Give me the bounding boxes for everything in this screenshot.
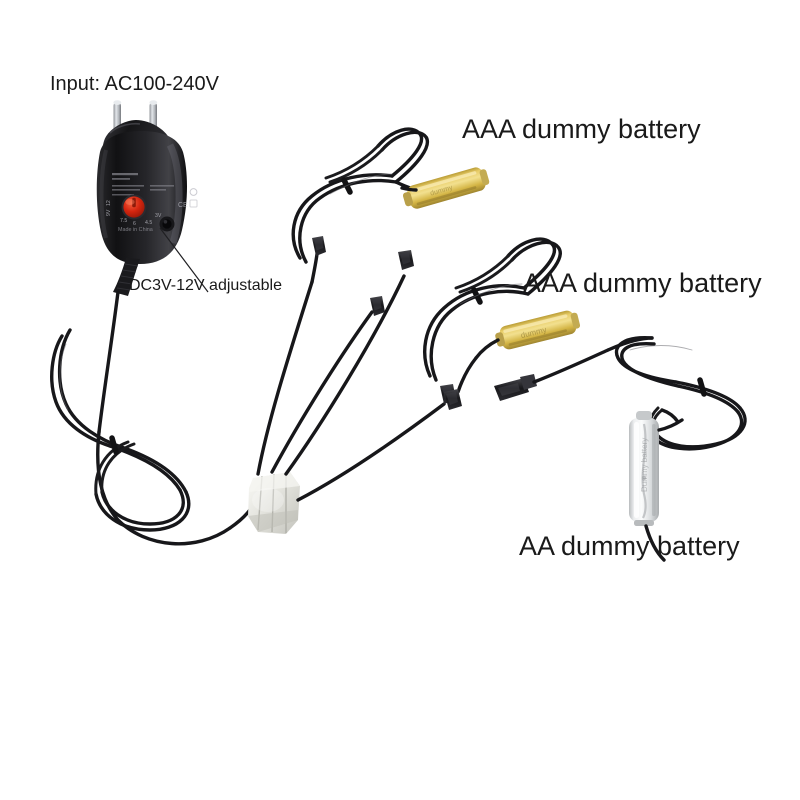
svg-text:12: 12 — [106, 200, 112, 206]
svg-text:3V: 3V — [155, 213, 162, 219]
adapter-plug-pins — [113, 100, 158, 132]
connector-plug-a — [312, 236, 326, 256]
label-aaa-dummy-battery-middle: AAA dummy battery — [523, 268, 762, 298]
svg-text:9V: 9V — [106, 209, 112, 216]
svg-text:6: 6 — [133, 221, 136, 227]
label-input-voltage: Input: AC100-240V — [50, 73, 220, 95]
svg-text:4.5: 4.5 — [145, 220, 152, 226]
connector-plug-b — [370, 296, 385, 316]
adapter-voltage-markings: 12 9V 7.5 6 4.5 3V — [106, 200, 162, 227]
adapter-certification-marks: CE — [178, 188, 198, 209]
power-adapter-graphic: 12 9V 7.5 6 4.5 3V CE Made in China — [96, 100, 198, 296]
label-aaa-dummy-battery-top: AAA dummy battery — [462, 114, 701, 144]
adapter-cable — [50, 290, 258, 546]
connector-plug-c — [398, 250, 414, 270]
splitter-output-cables — [256, 252, 446, 502]
label-aa-dummy-battery: AA dummy battery — [519, 531, 740, 561]
label-output-voltage: DC3V-12V adjustable — [129, 277, 282, 294]
dc-label-leader-line — [159, 227, 209, 293]
adapter-printed-text — [112, 173, 174, 196]
connector-socket-e — [444, 389, 462, 410]
adapter-voltage-dial — [121, 194, 147, 220]
connector-plug-f — [494, 374, 537, 401]
aaa-dummy-battery-middle: dummy — [423, 237, 581, 394]
aa-battery-body: Dummy battery — [629, 411, 659, 526]
aa-dummy-battery: Dummy battery — [532, 336, 747, 562]
svg-text:7.5: 7.5 — [120, 218, 127, 224]
adapter-origin-text: Made in China — [118, 227, 153, 233]
svg-text:Dummy battery: Dummy battery — [640, 438, 649, 492]
cable-splitter-hub — [248, 472, 300, 534]
aaa-dummy-battery-top: dummy — [291, 127, 490, 264]
svg-text:CE: CE — [178, 202, 188, 209]
